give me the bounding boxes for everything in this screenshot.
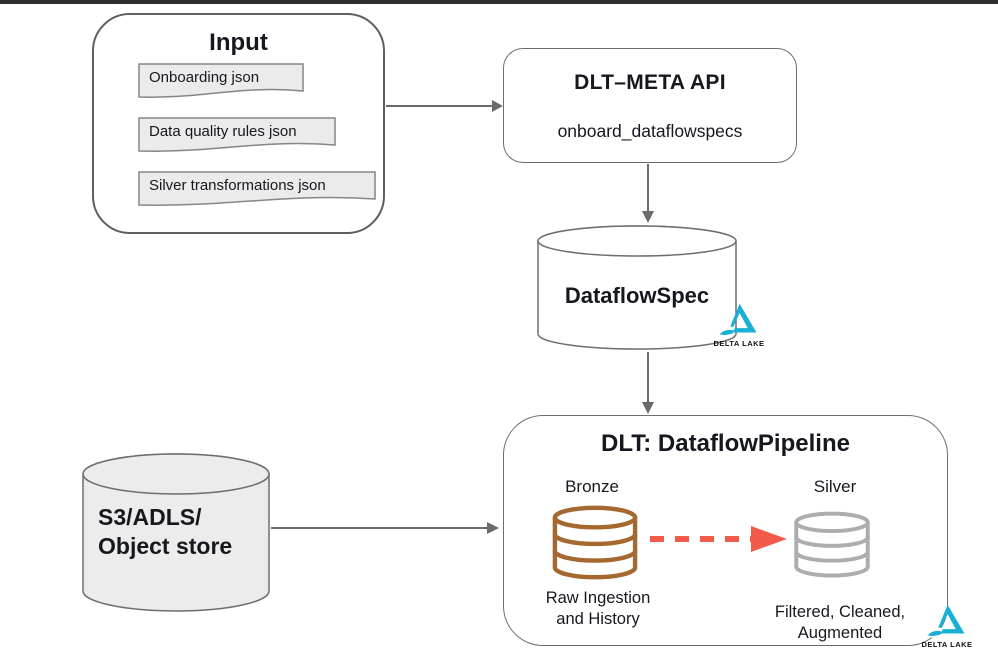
storage-label-line1: S3/ADLS/ — [98, 504, 202, 530]
document-label: Onboarding json — [149, 69, 260, 86]
object-storage-label: S3/ADLS/ Object store — [98, 503, 232, 561]
silver-database-icon — [791, 511, 873, 584]
api-box-title: DLT–META API — [574, 71, 726, 94]
silver-caption: Filtered, Cleaned, Augmented — [760, 602, 920, 643]
delta-lake-triangle-icon — [927, 604, 965, 638]
delta-lake-triangle-icon — [719, 303, 757, 337]
storage-label-line2: Object store — [98, 533, 233, 559]
bronze-tier-label: Bronze — [565, 477, 619, 496]
pipeline-box-title: DLT: DataflowPipeline — [601, 430, 850, 457]
arrowhead-api-to-spec — [642, 211, 654, 223]
arrowhead-input-to-api — [492, 100, 503, 112]
delta-lake-wordmark: DELTA LAKE — [921, 640, 973, 649]
connector-arrows — [271, 100, 654, 534]
input-box-title: Input — [209, 29, 268, 56]
bronze-database-icon — [551, 504, 639, 587]
top-border-bar — [0, 0, 998, 4]
delta-lake-logo: DELTA LAKE — [701, 302, 777, 348]
dataflowspec-label: DataflowSpec — [564, 283, 710, 308]
document-label: Data quality rules json — [149, 123, 297, 140]
bronze-caption: Raw Ingestion and History — [518, 588, 678, 629]
pipeline-box: DLT: DataflowPipeline Bronze Raw Ingesti… — [503, 415, 948, 646]
silver-caption-line2: Augmented — [797, 623, 883, 642]
silver-tier-label: Silver — [813, 477, 857, 496]
object-storage-cylinder: S3/ADLS/ Object store — [82, 453, 270, 613]
document-silver-transformations-json: Silver transformations json — [138, 171, 376, 213]
document-data-quality-rules-json: Data quality rules json — [138, 117, 336, 159]
bronze-caption-line1: Raw Ingestion — [545, 589, 651, 607]
document-shape-icon — [138, 117, 336, 152]
delta-lake-wordmark: DELTA LAKE — [713, 339, 765, 348]
cylinder-shape-icon — [82, 453, 270, 612]
bronze-caption-line2: and History — [556, 609, 640, 628]
dataflowspec-cylinder: DataflowSpec — [537, 225, 737, 350]
api-method-name: onboard_dataflowspecs — [557, 121, 743, 141]
bronze-to-silver-arrow — [650, 526, 787, 552]
document-onboarding-json: Onboarding json — [138, 63, 304, 105]
document-shape-icon — [138, 63, 304, 98]
dlt-meta-api-box: DLT–META API onboard_dataflowspecs — [503, 48, 797, 163]
delta-lake-logo: DELTA LAKE — [909, 603, 985, 649]
silver-caption-line1: Filtered, Cleaned, — [774, 603, 906, 621]
arrowhead-storage-to-pipeline — [487, 522, 499, 534]
document-label: Silver transformations json — [149, 177, 326, 194]
cylinder-shape-icon — [537, 225, 737, 350]
arrowhead-spec-to-pipeline — [642, 402, 654, 414]
document-shape-icon — [138, 171, 376, 206]
